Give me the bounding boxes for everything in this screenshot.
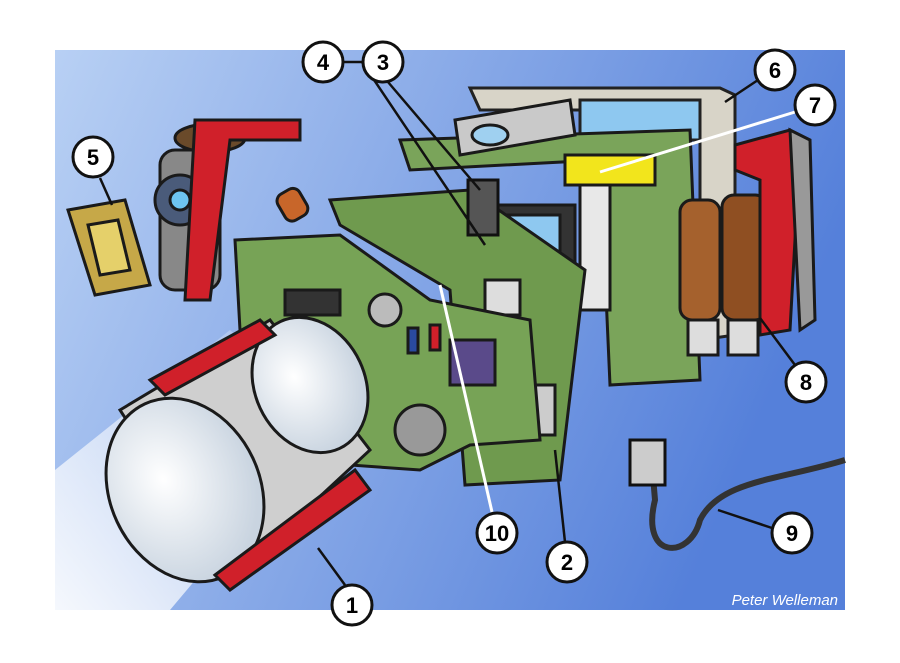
callout-label: 6 bbox=[769, 58, 781, 83]
callout-1: 1 bbox=[330, 583, 374, 627]
artist-signature: Peter Welleman bbox=[732, 592, 838, 609]
cable-plug bbox=[628, 438, 667, 487]
callout-3: 3 bbox=[361, 40, 405, 84]
callout-7: 7 bbox=[793, 83, 837, 127]
callout-6: 6 bbox=[753, 48, 797, 92]
callout-8: 8 bbox=[784, 360, 828, 404]
cable bbox=[647, 439, 846, 551]
callout-label: 10 bbox=[485, 521, 509, 546]
hand-grip bbox=[733, 127, 817, 337]
callout-5: 5 bbox=[71, 135, 115, 179]
callout-label: 9 bbox=[786, 521, 798, 546]
viewfinder bbox=[453, 98, 577, 157]
callout-label: 5 bbox=[87, 145, 99, 170]
lens-assembly bbox=[104, 315, 373, 592]
callout-9: 9 bbox=[770, 511, 814, 555]
callout-label: 2 bbox=[561, 550, 573, 575]
callout-label: 4 bbox=[317, 50, 330, 75]
callout-label: 3 bbox=[377, 50, 389, 75]
callout-4: 4 bbox=[301, 40, 345, 84]
callout-10: 10 bbox=[475, 511, 519, 555]
callout-label: 8 bbox=[800, 370, 812, 395]
callout-label: 7 bbox=[809, 93, 821, 118]
flash-assembly bbox=[153, 118, 310, 302]
callout-2: 2 bbox=[545, 540, 589, 584]
image-sensor-chip bbox=[66, 198, 152, 297]
battery-pack bbox=[678, 193, 769, 357]
callout-label: 1 bbox=[346, 593, 358, 618]
